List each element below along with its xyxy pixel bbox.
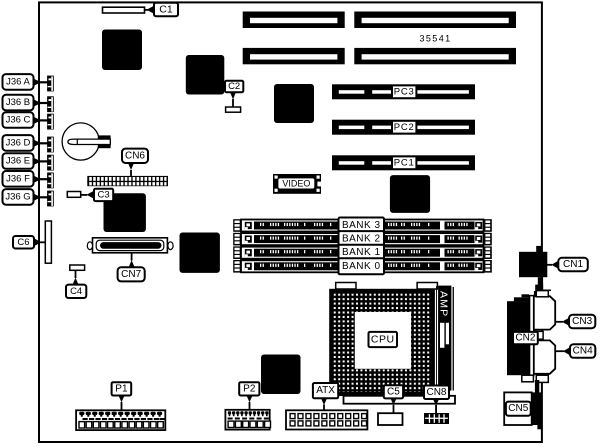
svg-text:J36 C: J36 C	[6, 115, 31, 126]
svg-text:CN5: CN5	[508, 403, 528, 414]
svg-text:CN6: CN6	[125, 150, 145, 161]
svg-text:PC2: PC2	[394, 122, 415, 133]
svg-text:J36 A: J36 A	[6, 76, 30, 87]
svg-text:BANK 2: BANK 2	[342, 234, 381, 245]
svg-text:CN1: CN1	[563, 259, 583, 270]
svg-text:J36 B: J36 B	[6, 97, 30, 108]
svg-text:BANK 3: BANK 3	[342, 220, 381, 231]
svg-text:PC1: PC1	[394, 157, 415, 168]
svg-text:J36 G: J36 G	[5, 191, 30, 202]
svg-text:AMP: AMP	[438, 291, 450, 317]
svg-text:C6: C6	[17, 237, 29, 248]
svg-text:CN3: CN3	[572, 316, 592, 327]
svg-text:CN4: CN4	[573, 346, 593, 357]
svg-text:BANK 1: BANK 1	[342, 247, 381, 258]
svg-text:CN7: CN7	[121, 269, 141, 280]
svg-text:VIDEO: VIDEO	[282, 178, 310, 188]
svg-text:PC3: PC3	[394, 86, 415, 97]
svg-text:J36 D: J36 D	[6, 137, 31, 148]
svg-text:J36 E: J36 E	[6, 156, 30, 167]
svg-text:P1: P1	[115, 383, 128, 394]
svg-text:C1: C1	[159, 4, 173, 16]
svg-text:BANK 0: BANK 0	[342, 261, 381, 272]
svg-text:35541: 35541	[419, 34, 451, 44]
svg-text:CPU: CPU	[371, 334, 395, 346]
svg-text:J36 F: J36 F	[6, 173, 30, 184]
svg-text:CN8: CN8	[426, 387, 446, 398]
svg-text:ATX: ATX	[316, 385, 335, 396]
svg-text:CN2: CN2	[515, 333, 535, 344]
svg-text:P2: P2	[243, 383, 256, 394]
svg-text:C5: C5	[387, 386, 400, 397]
svg-text:C3: C3	[98, 189, 110, 200]
svg-text:C2: C2	[228, 81, 240, 92]
svg-text:C4: C4	[70, 286, 82, 297]
